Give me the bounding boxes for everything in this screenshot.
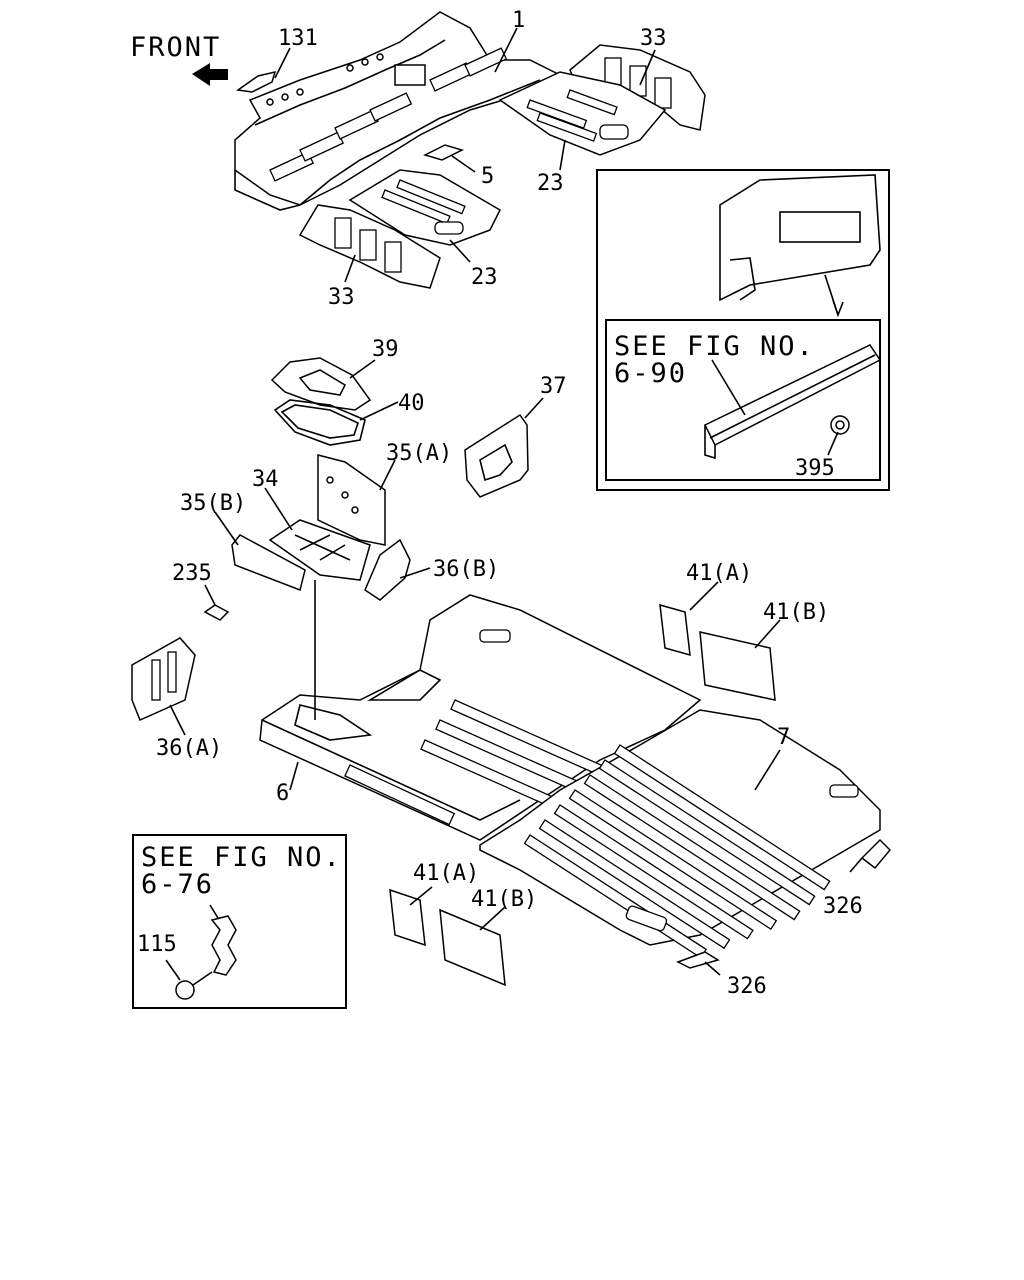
floor-assembly-1 xyxy=(234,11,562,211)
callout-326-right: 326 xyxy=(823,894,863,919)
part-33-left xyxy=(298,204,441,289)
part-131 xyxy=(236,70,277,93)
part-235 xyxy=(203,604,230,621)
front-label: FRONT xyxy=(130,32,221,63)
part-35a xyxy=(317,454,386,546)
floor-panel-6 xyxy=(259,594,702,841)
callout-33-left: 33 xyxy=(328,285,355,310)
callout-41a-top: 41(A) xyxy=(686,561,752,586)
callout-235: 235 xyxy=(172,561,212,586)
bracket-41a-top xyxy=(659,603,691,657)
part-5 xyxy=(422,144,465,161)
part-35b xyxy=(231,534,306,592)
bracket-41a-bot xyxy=(389,888,426,947)
callout-37: 37 xyxy=(540,374,567,399)
part-23-center xyxy=(348,169,501,246)
callout-33-top: 33 xyxy=(640,26,667,51)
inset-rear-view: SEE FIG NO. 6-90 395 xyxy=(596,169,890,491)
callout-41b-top: 41(B) xyxy=(763,600,829,625)
part-36a xyxy=(131,637,196,722)
inset-rear-ref-line1: SEE FIG NO. xyxy=(614,331,815,362)
part-23-right xyxy=(498,71,667,156)
inset-bolt-ref-line1: SEE FIG NO. xyxy=(141,842,342,873)
inset-bolt: SEE FIG NO. 6-76 115 xyxy=(132,834,347,1009)
callout-7: 7 xyxy=(777,725,790,750)
callout-41b-bottom: 41(B) xyxy=(471,887,537,912)
callout-326-bottom: 326 xyxy=(727,974,767,999)
callout-41a-bottom: 41(A) xyxy=(413,861,479,886)
arrow-left-icon xyxy=(192,63,228,86)
part-36b xyxy=(364,538,411,601)
part-34 xyxy=(268,519,371,581)
clip-326-bottom xyxy=(676,951,720,969)
rear-crossmember xyxy=(703,344,882,447)
floor-panel-7 xyxy=(479,709,881,959)
leaders-upper xyxy=(274,27,656,283)
part-40 xyxy=(273,399,366,446)
leaders-lower xyxy=(169,359,863,976)
callout-labels: 131 1 33 5 23 23 33 39 40 37 35(A) 34 35… xyxy=(156,8,863,999)
callout-1: 1 xyxy=(512,8,525,33)
callout-39: 39 xyxy=(372,337,399,362)
callout-35b: 35(B) xyxy=(180,491,246,516)
part-33-right xyxy=(569,44,706,131)
inset-rear-ref-line2: 6-90 xyxy=(614,358,687,389)
callout-131: 131 xyxy=(278,26,318,51)
callout-115: 115 xyxy=(137,932,177,957)
callout-23-right: 23 xyxy=(537,171,564,196)
bracket-41b-bot xyxy=(439,908,506,987)
callout-36b: 36(B) xyxy=(433,557,499,582)
callout-34: 34 xyxy=(252,467,279,492)
callout-36a: 36(A) xyxy=(156,736,222,761)
part-39 xyxy=(270,357,372,411)
callout-23-center: 23 xyxy=(471,265,498,290)
callout-6: 6 xyxy=(276,781,289,806)
clip-326-right xyxy=(860,838,892,870)
inset-bolt-ref-line2: 6-76 xyxy=(141,869,214,900)
front-indicator: FRONT xyxy=(130,32,228,86)
callout-395: 395 xyxy=(795,456,835,481)
part-37 xyxy=(464,413,529,498)
callout-35a: 35(A) xyxy=(386,441,452,466)
bracket-41b-top xyxy=(699,631,776,701)
callout-40: 40 xyxy=(398,391,425,416)
bolt-115 xyxy=(175,980,195,1000)
mounting-bracket xyxy=(210,915,237,976)
callout-5: 5 xyxy=(481,164,494,189)
